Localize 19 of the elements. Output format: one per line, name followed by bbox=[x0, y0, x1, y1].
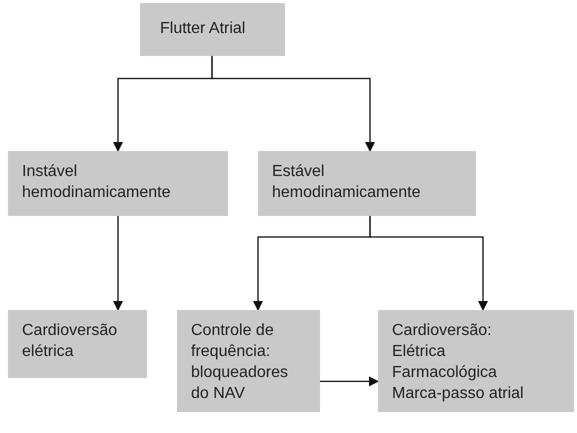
box-text: Instável hemodinamicamente bbox=[22, 162, 172, 203]
box-text: Flutter Atrial bbox=[160, 19, 246, 39]
arrow bbox=[369, 216, 488, 311]
arrow bbox=[113, 216, 123, 311]
arrow bbox=[320, 376, 379, 386]
box-text: Cardioversão: bbox=[392, 321, 493, 341]
box-text: Elétrica bbox=[392, 342, 446, 362]
box-text: Farmacológica bbox=[392, 363, 498, 383]
box-text: Cardioversão elétrica bbox=[22, 321, 118, 362]
box-text: Marca-passo atrial bbox=[392, 384, 525, 404]
process-box bbox=[258, 151, 476, 216]
arrow bbox=[211, 56, 375, 152]
process-box bbox=[378, 310, 574, 412]
title-box bbox=[140, 3, 285, 56]
process-box bbox=[8, 151, 228, 216]
process-box bbox=[8, 310, 147, 378]
box-text: Controle de frequência: bloqueadores do NAV bbox=[191, 321, 289, 404]
process-box bbox=[177, 310, 320, 412]
box-text: Estável hemodinamicamente bbox=[272, 162, 422, 203]
